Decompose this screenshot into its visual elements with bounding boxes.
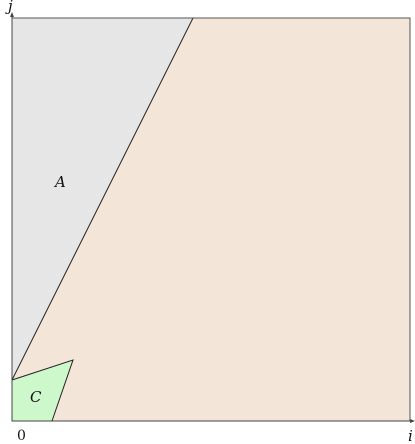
- boundary-a-line: [11, 17, 194, 381]
- x-axis-arrowhead: [410, 419, 415, 423]
- y-axis-label: j: [5, 0, 13, 15]
- x-axis-label: i: [408, 427, 413, 444]
- origin-label: 0: [17, 428, 26, 444]
- region-c-label: C: [30, 388, 42, 406]
- y-axis-arrowhead: [10, 12, 14, 17]
- region-a-label: A: [53, 173, 66, 191]
- region-beige: [12, 18, 410, 421]
- boundary-c-line: [11, 359, 74, 422]
